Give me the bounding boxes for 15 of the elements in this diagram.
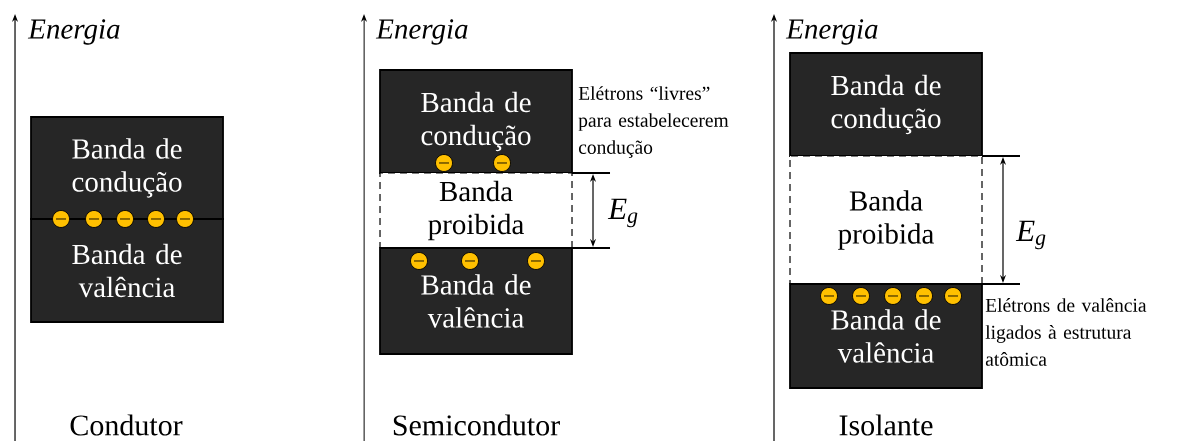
energy-band: Banda de valência [789, 283, 983, 389]
gap-label: E$_{g}$ [1015, 220, 1046, 250]
energy-band: Banda de condução [30, 116, 224, 220]
energy-band: Banda de condução [789, 52, 983, 157]
panel-title: Semicondutor [393, 414, 560, 436]
energy-band: Banda de valência [379, 247, 573, 355]
annotation-text: Elétrons de valência ligados à estrutura atômica [985, 298, 1147, 366]
energy-band: Banda de valência [30, 218, 224, 323]
axis-label: Energia [27, 19, 120, 45]
gap-label: E$_{g}$ [607, 198, 638, 228]
forbidden-band: Banda proibida [379, 172, 573, 249]
energy-band: Banda de condução [379, 69, 573, 174]
forbidden-band: Banda proibida [789, 155, 983, 285]
annotation-text: Elétrons “livres” para estabelecerem condução [578, 86, 729, 158]
panel-title: Condutor [70, 414, 183, 436]
